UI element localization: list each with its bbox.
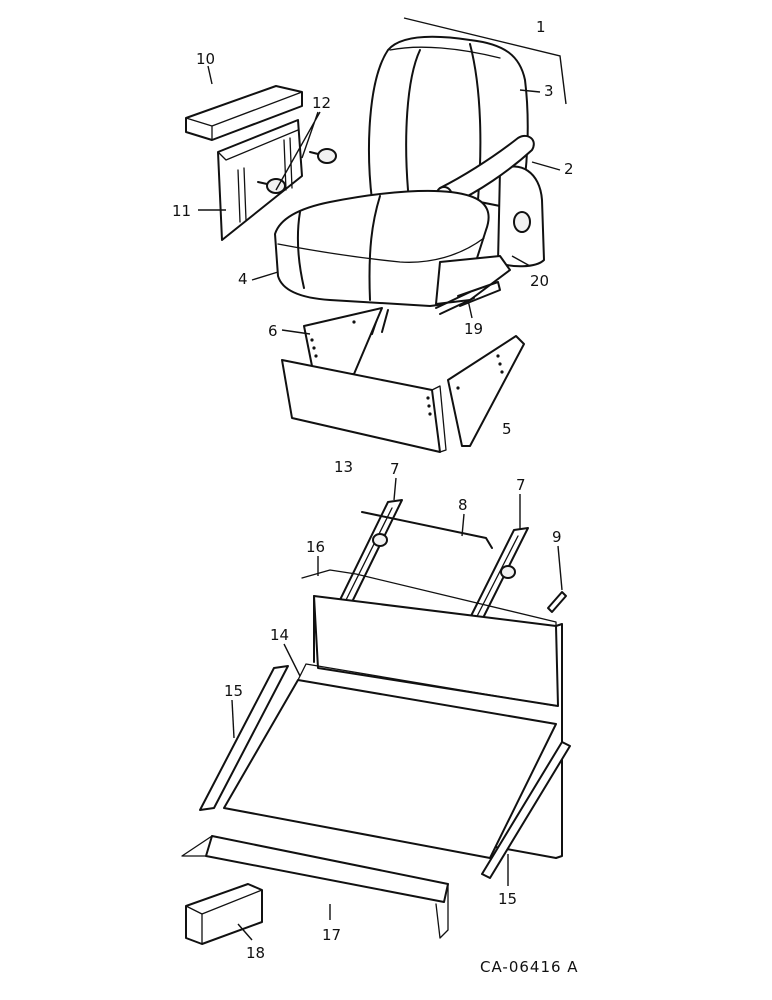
- callout-2: 2: [564, 160, 574, 178]
- callout-7b: 7: [516, 476, 526, 494]
- callout-8: 8: [458, 496, 468, 514]
- callout-4: 4: [238, 270, 248, 288]
- callout-6: 6: [268, 322, 278, 340]
- base-right-wall: [555, 623, 563, 859]
- leader-18: [237, 923, 253, 941]
- callout-5: 5: [502, 420, 512, 438]
- side-strip-left: [199, 665, 289, 811]
- base-top-flange: [301, 569, 557, 627]
- leader-1: [403, 17, 567, 105]
- leader-15a: [231, 699, 235, 739]
- leader-19: [467, 299, 473, 319]
- callout-17: 17: [322, 926, 341, 944]
- callout-3: 3: [544, 82, 554, 100]
- leader-7a: [393, 477, 397, 501]
- seat-cushion: [274, 189, 490, 307]
- panel-13: [281, 359, 441, 453]
- cushion-seam-left: [296, 211, 305, 289]
- callout-18: 18: [246, 944, 265, 962]
- callout-15a: 15: [224, 682, 243, 700]
- slide-rail-assembly: [337, 499, 567, 635]
- backrest-top-seam: [389, 46, 501, 59]
- bracket-5: [447, 335, 525, 447]
- bracket-slot-left: [237, 167, 247, 223]
- callout-20: 20: [530, 272, 549, 290]
- callout-11: 11: [172, 202, 191, 220]
- callout-1: 1: [536, 18, 546, 36]
- seat-base: [435, 255, 511, 305]
- front-rail-flange-left: [181, 835, 213, 857]
- block-18: [185, 883, 263, 945]
- adjustment-knob: [513, 211, 531, 233]
- floor-plate-14: [223, 679, 557, 859]
- side-strips: [199, 665, 571, 879]
- base-back-wall: [313, 595, 559, 707]
- leader-3: [519, 89, 541, 93]
- knob-upper: [309, 148, 337, 164]
- callout-14: 14: [270, 626, 289, 644]
- leader-lines: [198, 17, 567, 941]
- lower-panel-group: [281, 307, 525, 453]
- callout-13: 13: [334, 458, 353, 476]
- callout-9: 9: [552, 528, 562, 546]
- callout-19: 19: [464, 320, 483, 338]
- callout-15b: 15: [498, 890, 517, 908]
- leader-8: [461, 513, 465, 537]
- leader-12: [275, 111, 321, 191]
- bracket-top-flange: [217, 129, 299, 161]
- front-rail-flange-right: [435, 883, 449, 939]
- leader-2: [531, 161, 561, 171]
- drawing-code: CA-06416 A: [480, 958, 579, 976]
- connecting-rod: [361, 511, 493, 549]
- side-strip-right: [481, 741, 571, 879]
- leader-10: [207, 65, 213, 85]
- leader-14: [283, 643, 301, 677]
- lever-plate: [457, 281, 501, 307]
- base-box: [301, 569, 563, 859]
- locking-pin: [547, 591, 567, 613]
- backrest-left-panel: [405, 49, 421, 191]
- callout-16: 16: [306, 538, 325, 556]
- front-rail-group: [181, 835, 449, 945]
- leader-20: [511, 255, 531, 267]
- callout-7a: 7: [390, 460, 400, 478]
- floor-plate: [223, 663, 557, 859]
- callout-10: 10: [196, 50, 215, 68]
- leader-9: [557, 545, 563, 591]
- arm-pad-top-edge: [185, 91, 303, 141]
- callout-labels: 1 2 3 4 5 6 7 7 8 9 10 11 12 13 14 15 15…: [172, 18, 574, 962]
- cushion-front-edge: [277, 237, 485, 263]
- leader-4: [251, 271, 279, 281]
- arm-pad: [185, 85, 303, 141]
- front-rail: [205, 835, 449, 903]
- seat-assembly: [274, 35, 545, 335]
- callout-12: 12: [312, 94, 331, 112]
- leader-6: [281, 329, 311, 335]
- cushion-seam-right: [368, 195, 381, 301]
- panel-13-flange: [431, 385, 447, 453]
